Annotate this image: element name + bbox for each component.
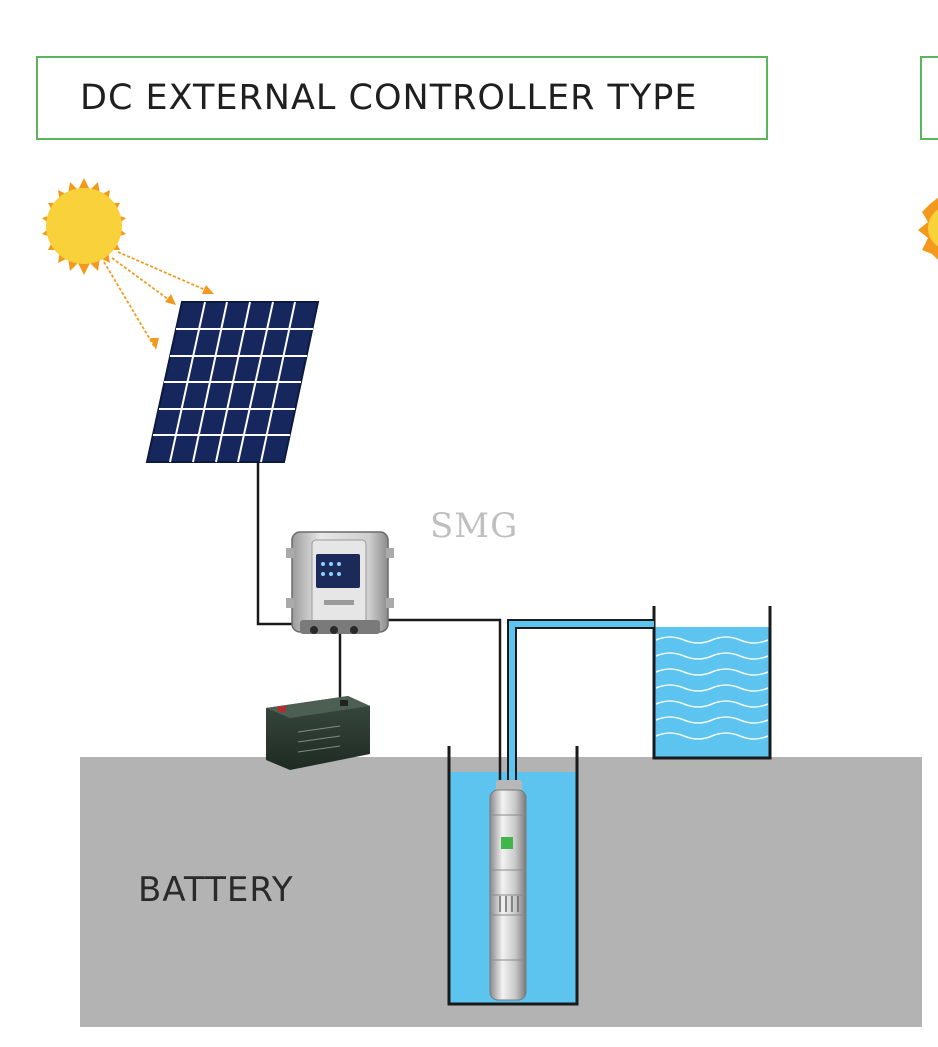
ground-label: BATTERY [138, 870, 294, 910]
controller-box-icon [286, 531, 394, 634]
solar-panel-icon [145, 301, 320, 463]
submersible-pump-icon [489, 780, 527, 1001]
wires [256, 462, 502, 790]
sun-icon-clipped [918, 197, 938, 260]
watermark: SMG [430, 506, 519, 546]
diagram-title: DC EXTERNAL CONTROLLER TYPE [80, 78, 698, 118]
battery-icon [266, 696, 370, 770]
water-tank-icon [652, 606, 772, 760]
water-pipe [507, 619, 654, 790]
title-frame: DC EXTERNAL CONTROLLER TYPE [36, 56, 768, 140]
second-title-frame-clipped [920, 56, 938, 140]
sun-icon [42, 178, 126, 275]
sun-rays [103, 251, 214, 350]
